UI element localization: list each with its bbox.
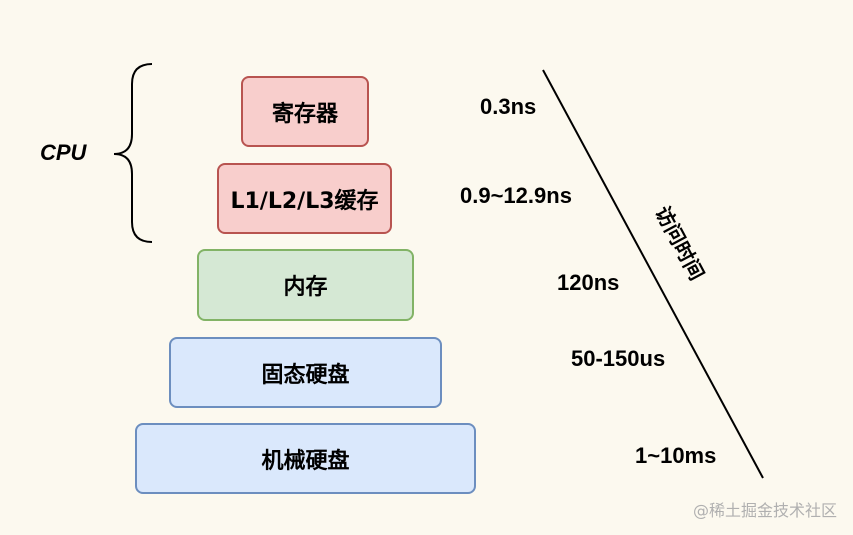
level-memory: 内存 (197, 249, 414, 321)
latency-cache: 0.9~12.9ns (460, 183, 572, 208)
level-cache: L1/L2/L3缓存 (217, 163, 392, 234)
latency-ssd: 50-150us (571, 346, 666, 371)
level-registers: 寄存器 (241, 76, 369, 147)
watermark: @稀土掘金技术社区 (692, 501, 837, 520)
access-time-axis-line (542, 69, 764, 479)
level-ssd-label: 固态硬盘 (261, 362, 350, 388)
latency-hdd: 1~10ms (635, 443, 717, 468)
level-cache-label: L1/L2/L3缓存 (230, 188, 379, 214)
level-ssd: 固态硬盘 (169, 337, 442, 408)
latency-registers: 0.3ns (480, 94, 537, 119)
level-memory-label: 内存 (283, 275, 328, 300)
latency-memory: 120ns (557, 270, 620, 295)
cpu-brace (113, 63, 153, 243)
level-hdd-label: 机械硬盘 (261, 448, 350, 474)
level-hdd: 机械硬盘 (135, 423, 476, 494)
level-registers-label: 寄存器 (271, 101, 338, 127)
cpu-label: CPU (40, 140, 87, 165)
